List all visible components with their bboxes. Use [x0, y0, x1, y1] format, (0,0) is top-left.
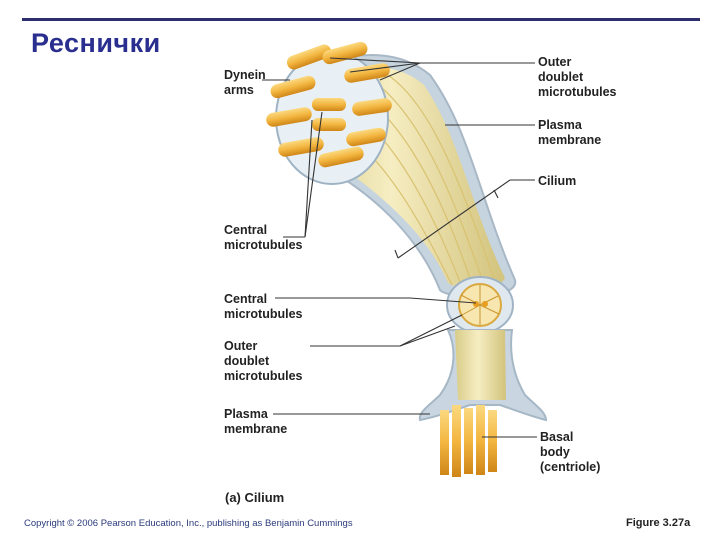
- label-dynein-arms: Dynein arms: [224, 68, 266, 97]
- leader-lines: [262, 57, 537, 438]
- slide-title: Реснички: [31, 28, 161, 58]
- top-rule: [22, 18, 700, 21]
- label-cilium: Cilium: [538, 174, 577, 188]
- label-outer-doublet-right: Outer doublet microtubules: [538, 55, 617, 99]
- label-outer-doublet-left: Outer doublet microtubules: [224, 339, 303, 383]
- label-plasma-membrane-right: Plasma membrane: [538, 118, 602, 147]
- label-central-microtubules-top: Central microtubules: [224, 223, 303, 252]
- figure-number: Figure 3.27a: [626, 517, 691, 529]
- label-central-microtubules-mid: Central microtubules: [224, 292, 303, 321]
- label-plasma-membrane-left: Plasma membrane: [224, 407, 288, 436]
- label-basal-body: Basal body (centriole): [540, 430, 601, 474]
- basal-body-tubes: [440, 405, 497, 477]
- figure-caption: (a) Cilium: [225, 490, 285, 505]
- copyright-notice: Copyright © 2006 Pearson Education, Inc.…: [24, 518, 353, 529]
